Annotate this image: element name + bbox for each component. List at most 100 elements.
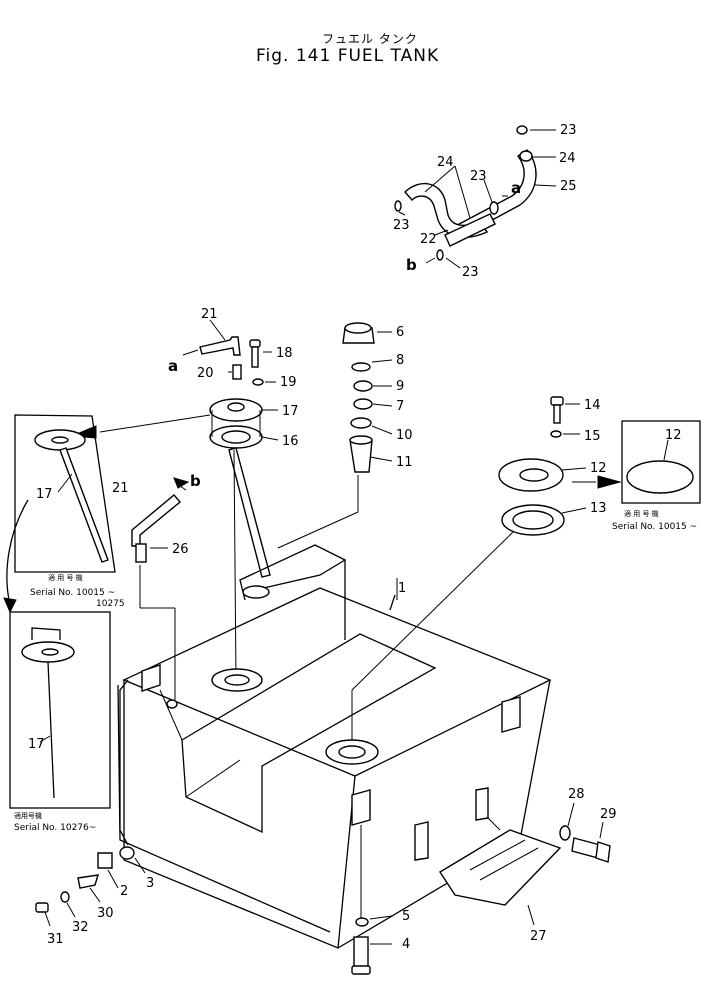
serial-note-3-line1: Serial No. 10015 ~ bbox=[612, 522, 697, 532]
label-1: 1 bbox=[398, 581, 406, 596]
bracket-mid bbox=[414, 821, 429, 861]
serial-note-1-line1: Serial No. 10015 ~ bbox=[30, 588, 115, 598]
serial-note-2-line1: Serial No. 10276~ bbox=[14, 823, 96, 833]
label-9: 9 bbox=[396, 379, 404, 394]
suction-pipe-group bbox=[182, 319, 276, 386]
label-8: 8 bbox=[396, 353, 404, 368]
label-3: 3 bbox=[146, 876, 154, 891]
hose-24 bbox=[404, 182, 489, 239]
clamp-23-bottom bbox=[436, 249, 444, 261]
label-2: 2 bbox=[120, 884, 128, 899]
label-25: 25 bbox=[560, 179, 577, 194]
label-20: 20 bbox=[197, 366, 214, 381]
bolt-18-shank bbox=[251, 346, 259, 368]
filler-group bbox=[277, 322, 393, 549]
clamp-23-left bbox=[394, 200, 402, 212]
step-27 bbox=[439, 829, 562, 906]
drain-plumbing bbox=[35, 679, 146, 927]
serial-note-3-jp: 適 用 号 機 bbox=[624, 509, 659, 518]
detail-frame-1 bbox=[14, 414, 116, 573]
serial-note-2-jp: 適用号機 bbox=[14, 811, 42, 820]
bolt-14-shank bbox=[553, 404, 561, 424]
bottom-bolt-group bbox=[351, 825, 393, 975]
detail-frame-cover bbox=[621, 420, 701, 504]
label-12: 12 bbox=[590, 461, 607, 476]
label-19: 19 bbox=[280, 375, 297, 390]
label-6: 6 bbox=[396, 325, 404, 340]
label-23-top: 23 bbox=[560, 123, 577, 138]
label-5: 5 bbox=[402, 909, 410, 924]
label-31: 31 bbox=[47, 932, 64, 947]
detail-frame-2 bbox=[9, 611, 111, 809]
bolt-31 bbox=[35, 902, 49, 913]
serial-note-1-line2: 10275 bbox=[96, 599, 125, 609]
label-13: 13 bbox=[590, 501, 607, 516]
label-23-bottom: 23 bbox=[462, 265, 479, 280]
bracket-left bbox=[141, 664, 161, 692]
hose-22 bbox=[444, 213, 496, 247]
connector-20 bbox=[232, 364, 242, 380]
japanese-title: フュエル タンク bbox=[322, 32, 418, 46]
pipe-21 bbox=[199, 336, 241, 356]
hose-assembly bbox=[394, 125, 557, 269]
part-labels: 1 2 3 4 5 6 7 8 9 10 11 12 12 13 14 15 1… bbox=[28, 123, 682, 952]
label-18: 18 bbox=[276, 346, 293, 361]
gauge-tube bbox=[228, 447, 271, 578]
cover-group bbox=[351, 396, 622, 740]
label-23-left: 23 bbox=[393, 218, 410, 233]
bolt-18-head bbox=[249, 339, 261, 348]
bracket-right bbox=[501, 696, 521, 733]
serial-notes: 適 用 号 機 Serial No. 10015 ~ 10275 適用号機 Se… bbox=[14, 509, 697, 833]
clamp-23-top bbox=[516, 125, 528, 135]
strainer-11 bbox=[349, 439, 373, 473]
gasket-8 bbox=[351, 362, 371, 372]
cover-detail-box bbox=[621, 420, 701, 504]
label-16: 16 bbox=[282, 434, 299, 449]
label-32: 32 bbox=[72, 920, 89, 935]
label-17-detail-1: 17 bbox=[36, 487, 53, 502]
ref-b-pipe: b bbox=[190, 472, 201, 490]
bolt-14-head bbox=[550, 396, 564, 406]
cover-12-alt bbox=[626, 460, 694, 494]
variant-arrow bbox=[6, 499, 29, 606]
label-24-right: 24 bbox=[559, 151, 576, 166]
gauge-rod-v1 bbox=[59, 447, 109, 563]
filler-neck bbox=[242, 585, 270, 599]
serial-note-1-jp: 適 用 号 機 bbox=[48, 573, 83, 582]
label-30: 30 bbox=[97, 906, 114, 921]
return-port bbox=[166, 699, 178, 709]
washer-15 bbox=[550, 430, 562, 438]
ring-9 bbox=[353, 380, 373, 392]
label-17-detail-2: 17 bbox=[28, 737, 45, 752]
ref-a-hose: a bbox=[511, 179, 521, 197]
elbow-3 bbox=[119, 846, 135, 860]
arrow-to-cover-detail bbox=[597, 475, 622, 489]
label-21: 21 bbox=[201, 307, 218, 322]
ref-b-hose: b bbox=[406, 256, 417, 274]
bracket-front bbox=[351, 789, 371, 826]
label-10: 10 bbox=[396, 428, 413, 443]
label-21b: 21 bbox=[112, 481, 129, 496]
label-29: 29 bbox=[600, 807, 617, 822]
washer-5 bbox=[355, 917, 369, 927]
clamp-23-mid bbox=[489, 201, 499, 215]
bolt-4 bbox=[353, 936, 369, 968]
step-group bbox=[439, 802, 611, 926]
bracket-30 bbox=[77, 874, 99, 889]
label-4: 4 bbox=[402, 937, 410, 952]
label-26: 26 bbox=[172, 542, 189, 557]
hose-24-end bbox=[519, 150, 533, 162]
label-12-detail: 12 bbox=[665, 428, 682, 443]
washer-19 bbox=[252, 378, 264, 386]
ring-10 bbox=[350, 417, 372, 429]
label-7: 7 bbox=[396, 399, 404, 414]
figure-title: Fig. 141 FUEL TANK bbox=[256, 46, 440, 66]
return-pipe-group bbox=[131, 477, 190, 700]
label-11: 11 bbox=[396, 455, 413, 470]
ring-7 bbox=[353, 398, 373, 410]
left-detail-frames bbox=[3, 414, 116, 809]
ref-a-pipe: a bbox=[168, 357, 178, 375]
label-15: 15 bbox=[584, 429, 601, 444]
label-14: 14 bbox=[584, 398, 601, 413]
